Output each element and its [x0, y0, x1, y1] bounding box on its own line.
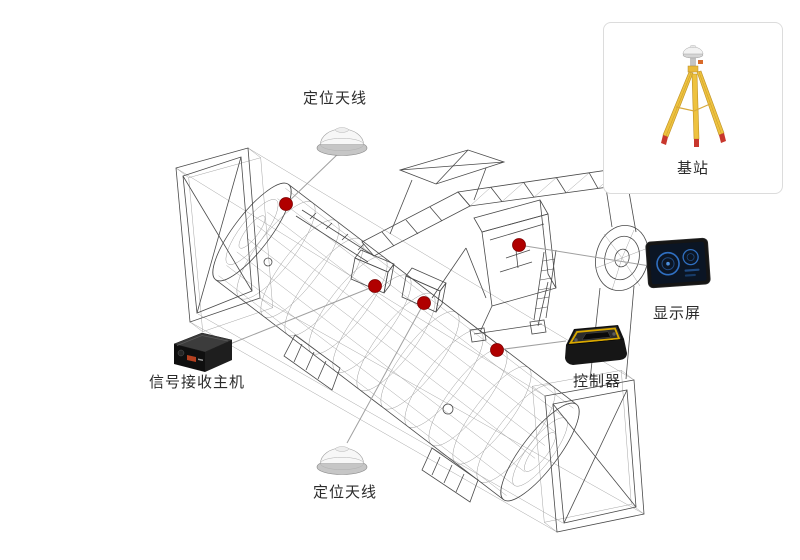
leader-line-bottom-antenna: [346, 302, 425, 444]
tripod-base-station-icon: [661, 45, 726, 147]
display-label: 显示屏: [652, 305, 701, 322]
top-antenna-label: 定位天线: [302, 90, 367, 107]
receiver-device: [173, 332, 233, 372]
display-device: [645, 237, 711, 289]
base-station-label: 基站: [676, 160, 709, 177]
receiver-label: 信号接收主机: [148, 374, 245, 391]
gnss-antenna-bottom-icon: [316, 446, 368, 475]
leader-line-controller: [496, 340, 567, 351]
controller-label: 控制器: [572, 373, 621, 390]
marker-dot-receiver: [368, 279, 382, 293]
leader-line-display: [518, 244, 651, 267]
gnss-antenna-top-icon: [316, 127, 368, 156]
marker-dots: [279, 197, 526, 357]
marker-dot-top-antenna: [279, 197, 293, 211]
marker-dot-controller: [490, 343, 504, 357]
marker-dot-display: [512, 238, 526, 252]
leader-line-top-antenna: [285, 150, 342, 205]
machine-wireframe-illustration: [175, 147, 649, 533]
marker-dot-bottom-antenna: [417, 296, 431, 310]
controller-device: [565, 325, 627, 365]
leader-lines: [229, 150, 651, 444]
bottom-antenna-label: 定位天线: [312, 484, 377, 501]
leader-line-receiver: [229, 285, 376, 345]
base-station-card: 基站: [603, 22, 783, 194]
